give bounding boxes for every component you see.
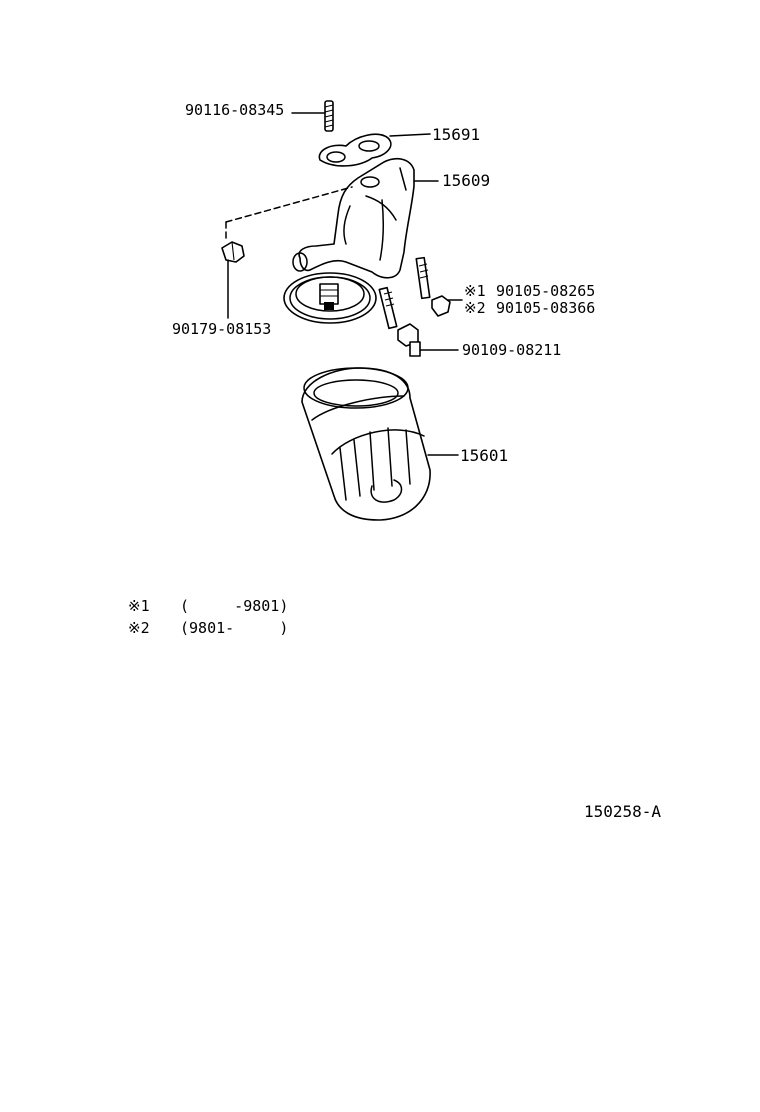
- label-bolt-a-mark: ※1: [464, 282, 486, 300]
- note-2-mark: ※2: [128, 619, 150, 637]
- dashed-leader-plug: [225, 186, 353, 223]
- label-bolt-b-mark: ※2: [464, 299, 486, 317]
- label-bracket: 15609: [442, 171, 490, 190]
- oil-filter-drawing: [301, 367, 431, 521]
- label-bolt-b: 90105-08366: [496, 299, 595, 317]
- leader-gasket: [389, 133, 431, 137]
- label-plug: 90179-08153: [172, 320, 271, 338]
- oil-filter-bracket-drawing: [283, 157, 415, 324]
- note-1-range: ( -9801): [180, 597, 288, 615]
- label-stud: 90116-08345: [185, 101, 284, 119]
- label-filter: 15601: [460, 446, 508, 465]
- bolt-90109-drawing: [378, 286, 421, 357]
- diagram-code: 150258-A: [584, 802, 661, 821]
- note-2-range: (9801- ): [180, 619, 288, 637]
- note-1-mark: ※1: [128, 597, 150, 615]
- label-gasket: 15691: [432, 125, 480, 144]
- stud-bolt-drawing: [324, 100, 334, 132]
- gasket-drawing: [318, 133, 392, 167]
- label-bolt-a: 90105-08265: [496, 282, 595, 300]
- label-bolt-c: 90109-08211: [462, 341, 561, 359]
- bolt-90105-drawing: [415, 256, 451, 317]
- plug-nut-drawing: [221, 241, 245, 263]
